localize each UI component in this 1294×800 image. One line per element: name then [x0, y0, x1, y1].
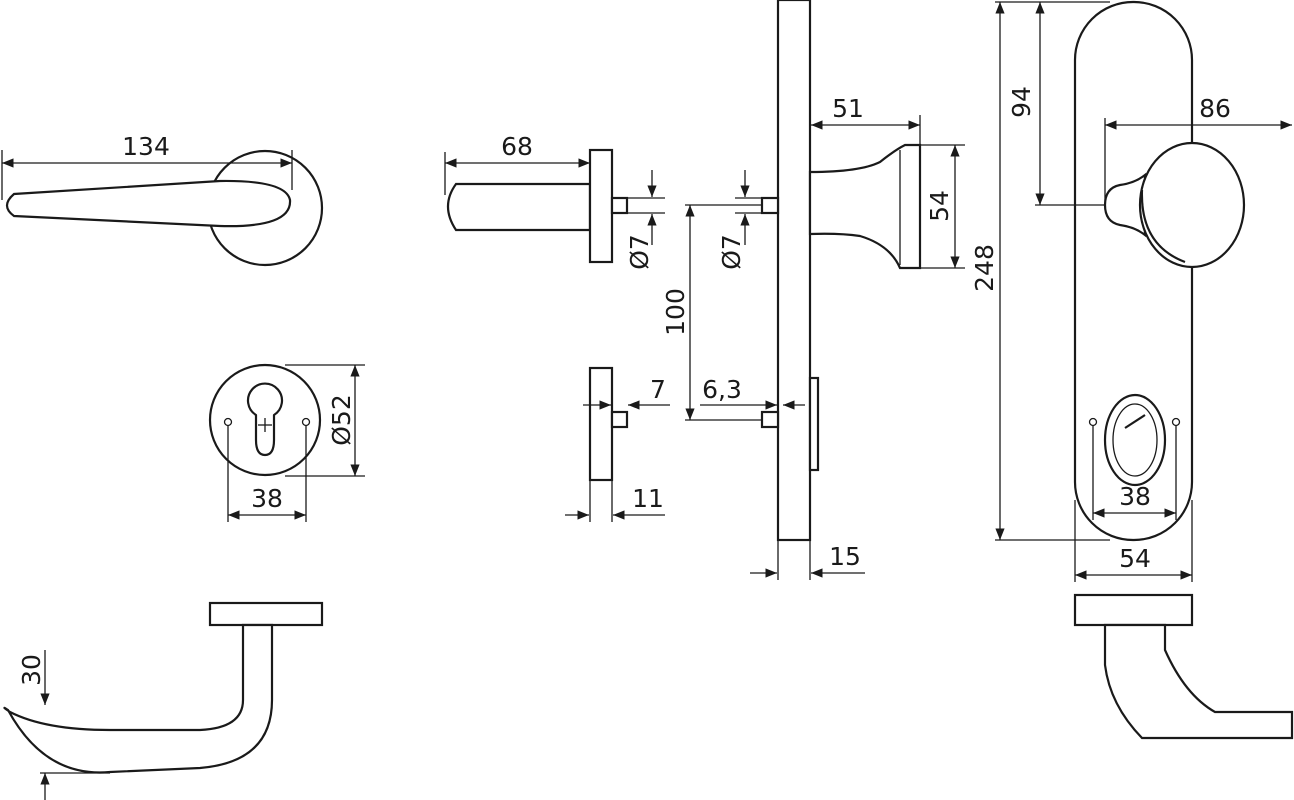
- dimension-248: 248: [970, 1, 1110, 541]
- dimension-15: 15: [750, 540, 865, 580]
- dim-label-100: 100: [661, 288, 690, 336]
- dimension-54-plate: 54: [1074, 500, 1193, 582]
- lever-top-view-left: [3, 601, 324, 774]
- screw-icon: [223, 417, 233, 427]
- dimension-51: 51: [811, 94, 921, 145]
- dim-label-86: 86: [1199, 94, 1231, 123]
- dimension-dia7-left: Ø7: [625, 170, 665, 270]
- dim-label-15: 15: [829, 542, 861, 571]
- plate-side-view: [760, 0, 922, 542]
- dimension-94: 94: [1007, 2, 1105, 206]
- dim-label-54-knob: 54: [925, 190, 954, 222]
- dim-label-6-3: 6,3: [702, 375, 742, 404]
- dim-label-248: 248: [970, 244, 999, 292]
- dim-label-54-plate: 54: [1119, 544, 1151, 573]
- escutcheon-side-view: [588, 366, 629, 482]
- dimension-100: 100: [661, 204, 762, 421]
- dimension-38-rosette: 38: [227, 426, 307, 522]
- lever-top-view-right: [1073, 593, 1294, 740]
- dim-label-68: 68: [501, 132, 533, 161]
- dimension-6-3: 6,3: [700, 375, 805, 410]
- dimension-38-plate: 38: [1092, 426, 1177, 520]
- dim-label-38-plate: 38: [1119, 482, 1151, 511]
- dimension-dia7-center: Ø7: [717, 170, 762, 270]
- dim-label-11: 11: [632, 484, 664, 513]
- dim-label-dia52: Ø52: [327, 394, 356, 446]
- lever-front-view: [5, 149, 324, 267]
- dimension-dia52: Ø52: [285, 364, 365, 477]
- lever-side-view: [446, 148, 629, 264]
- dim-label-7: 7: [650, 375, 666, 404]
- dimension-86: 86: [1104, 94, 1292, 200]
- dimension-134: 134: [1, 132, 293, 200]
- dim-label-30: 30: [17, 654, 46, 686]
- dimension-68: 68: [444, 132, 590, 195]
- dimension-30: 30: [17, 650, 110, 800]
- dim-label-134: 134: [122, 132, 170, 161]
- dim-label-51: 51: [832, 94, 864, 123]
- screw-icon: [1088, 417, 1098, 427]
- dimension-7: 7: [583, 375, 670, 410]
- plate-front-view: [1073, 0, 1246, 542]
- dim-label-94: 94: [1007, 86, 1036, 118]
- dim-label-dia7-left: Ø7: [625, 234, 654, 270]
- dimension-11: 11: [565, 480, 665, 522]
- dim-label-dia7-center: Ø7: [717, 234, 746, 270]
- screw-icon: [301, 417, 311, 427]
- dimension-54-knob: 54: [920, 144, 965, 269]
- screw-icon: [1171, 417, 1181, 427]
- dim-label-38-rosette: 38: [251, 484, 283, 513]
- escutcheon-rosette: [208, 363, 322, 477]
